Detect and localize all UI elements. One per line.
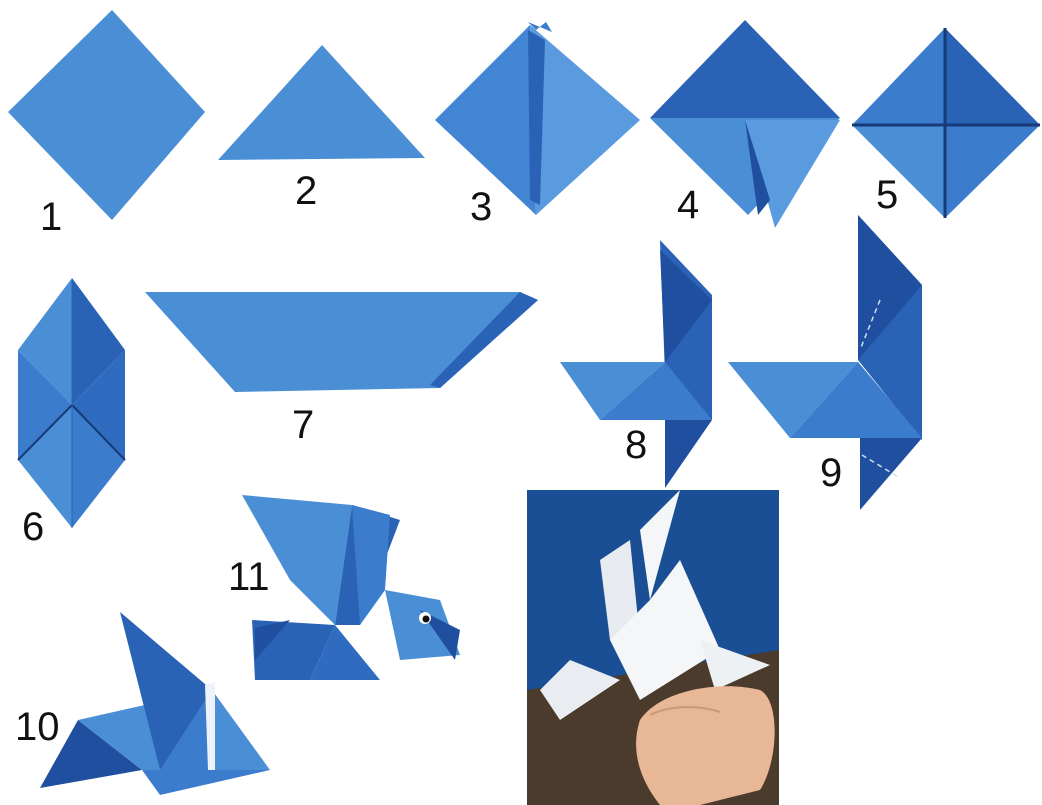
step-1-figure (8, 10, 205, 220)
step-3-figure (435, 22, 640, 215)
step-label-1: 1 (40, 195, 62, 239)
step-label-9: 9 (820, 451, 842, 495)
step-label-5: 5 (876, 173, 898, 217)
step-label-6: 6 (22, 505, 44, 549)
step-label-4: 4 (677, 183, 699, 227)
step-label-8: 8 (625, 423, 647, 467)
step-6-figure (18, 278, 125, 528)
step-11-figure (242, 495, 460, 680)
step-2-figure (218, 45, 425, 160)
step-label-11: 11 (228, 555, 270, 599)
photo-white-dove (527, 490, 779, 805)
step-label-2: 2 (295, 169, 317, 213)
step-label-3: 3 (470, 185, 492, 229)
step-10-figure (40, 612, 270, 795)
step-label-10: 10 (15, 705, 60, 749)
step-label-7: 7 (292, 403, 314, 447)
step-7-figure (145, 292, 538, 392)
